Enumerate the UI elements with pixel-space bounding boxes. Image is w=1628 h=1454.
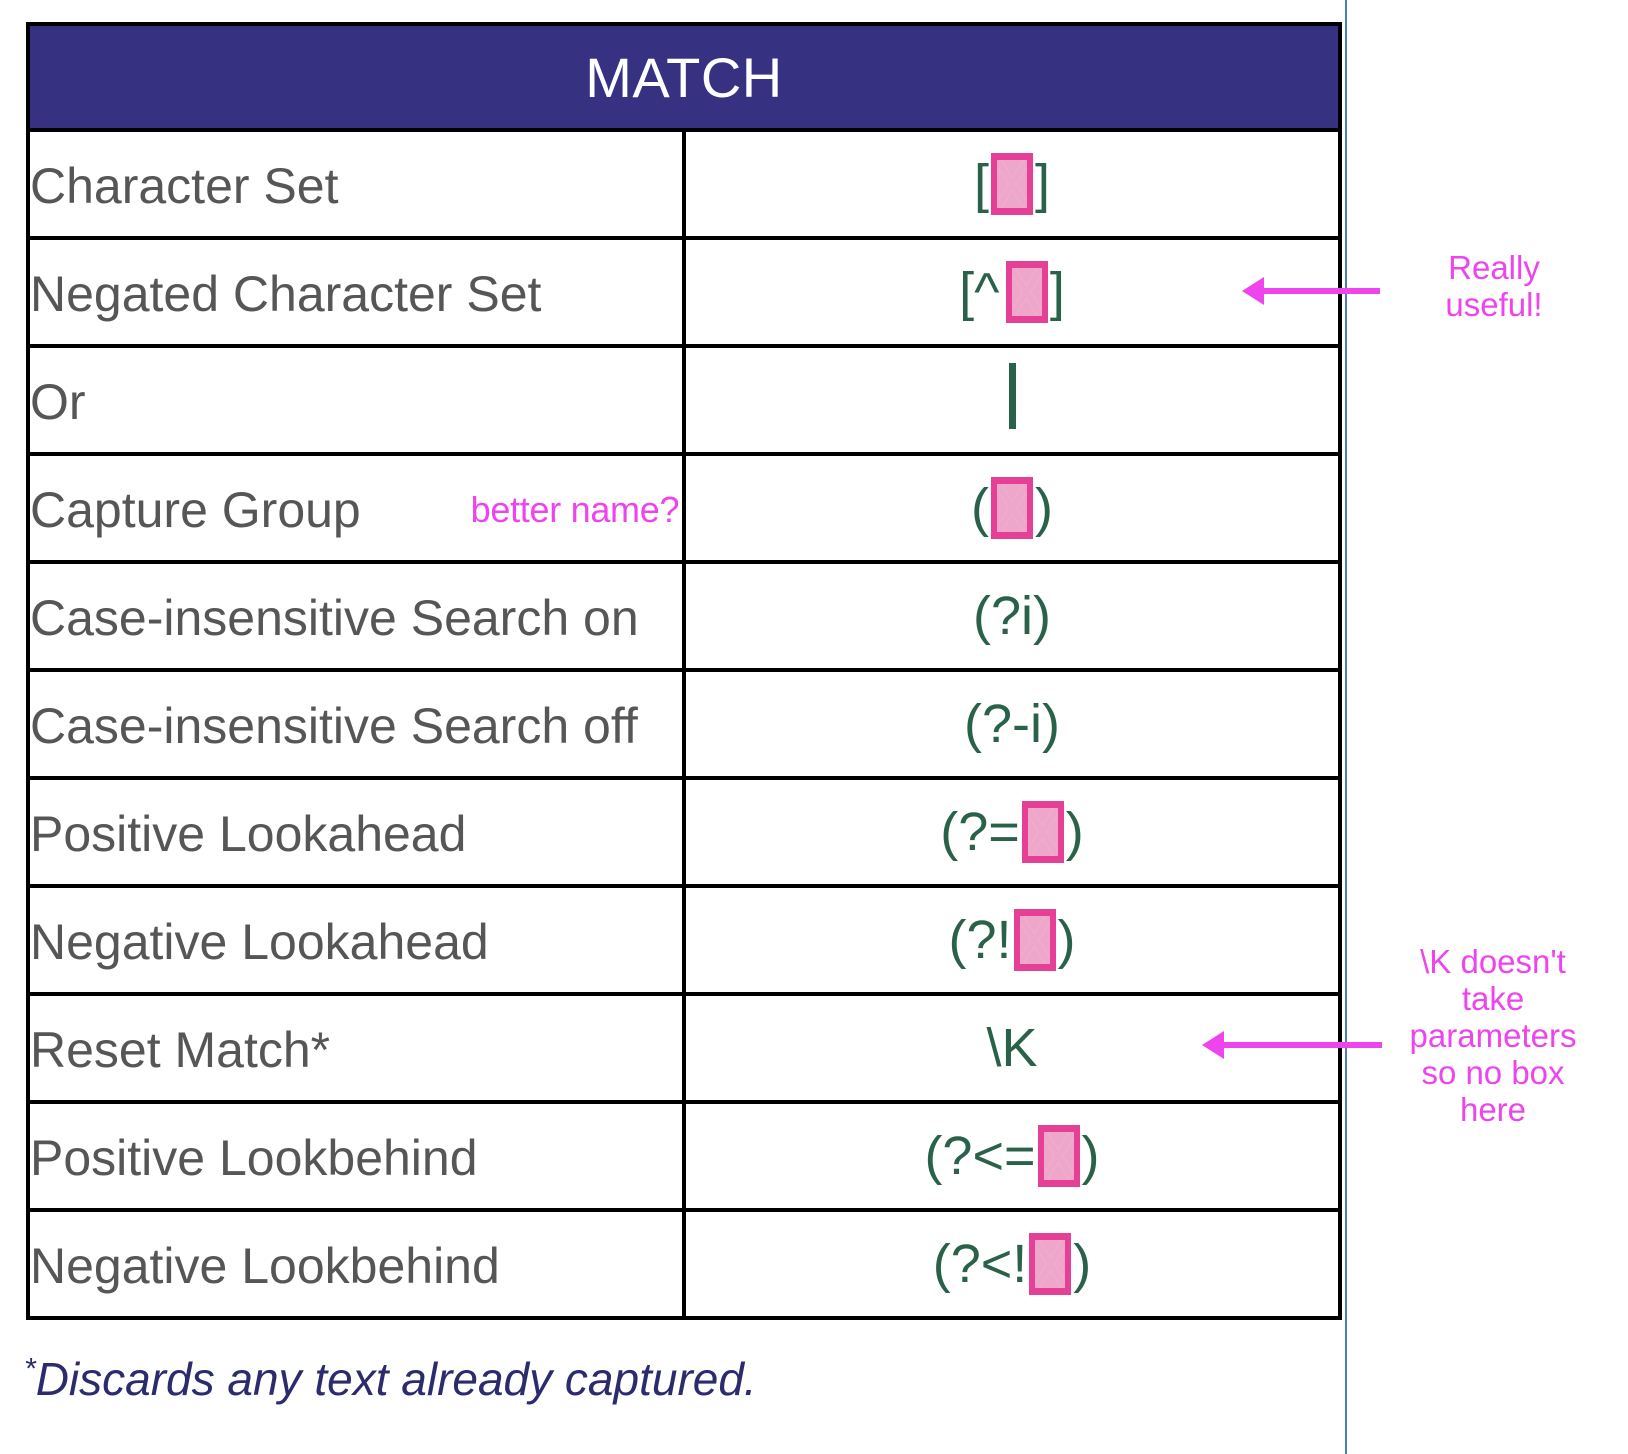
row-label-negative-lookahead: Negative Lookahead [26,884,686,996]
label-text: Negative Lookbehind [30,1237,500,1294]
missing-glyph-box-icon [1037,1125,1080,1187]
annotation-line: take [1461,979,1525,1017]
missing-glyph-box-icon [1013,909,1056,971]
table-body: Character Set [ ] Negated Character Set … [26,128,1342,1320]
table-row: Negated Character Set [^ ] [26,236,1342,348]
symbol-literal: ) [1035,478,1053,538]
symbol-literal: [^ [959,262,1004,322]
symbol-literal: (?! [948,910,1012,970]
pipe-glyph [1008,362,1016,429]
annotation-line: \K doesn't [1420,943,1566,980]
missing-glyph-box-icon [991,153,1033,215]
row-symbol-negative-lookbehind: (?<! ) [682,1208,1342,1320]
missing-glyph-box-icon [1021,801,1064,863]
row-symbol-reset-match: \K [682,992,1342,1104]
row-symbol-negated-character-set: [^ ] [682,236,1342,348]
label-text: Capture Group [30,481,361,538]
symbol-literal: [ [973,154,989,214]
row-symbol-or [682,344,1342,456]
label-text: Case-insensitive Search on [30,589,639,646]
row-label-or: Or [26,344,686,456]
annotation-line: so no box [1421,1053,1565,1091]
table-title: MATCH [26,22,1342,132]
row-symbol-negative-lookahead: (?! ) [682,884,1342,996]
annotation-really-useful: Really useful! [1380,249,1608,324]
annotation-arrow-reset-match-icon [1202,1031,1382,1059]
label-text: Negated Character Set [30,265,542,322]
row-symbol-positive-lookahead: (?= ) [682,776,1342,888]
annotation-arrow-negated-set-icon [1242,277,1380,305]
label-text: Reset Match* [30,1021,331,1078]
annotation-line: here [1459,1090,1527,1128]
regex-match-cheatsheet-table: MATCH Character Set [ ] Negated Charac [26,22,1342,1320]
table-row: Character Set [ ] [26,128,1342,240]
row-symbol-capture-group: ( ) [682,452,1342,564]
symbol-literal: ) [1073,1234,1092,1294]
table-header-row: MATCH [26,22,1342,132]
symbol-literal: ( [971,478,989,538]
missing-glyph-box-icon [1005,261,1048,323]
annotation-better-name: better name? [470,488,680,530]
symbol-literal: ) [1081,1126,1100,1186]
table-row: Reset Match* \K [26,992,1342,1104]
row-label-negated-character-set: Negated Character Set [26,236,686,348]
label-text: Case-insensitive Search off [30,697,638,754]
label-text: Character Set [30,157,339,214]
label-text: Negative Lookahead [30,913,489,970]
row-label-case-insensitive-off: Case-insensitive Search off [26,668,686,780]
row-label-negative-lookbehind: Negative Lookbehind [26,1208,686,1320]
symbol-literal: ) [1065,802,1084,862]
annotation-line: Really [1448,249,1540,286]
table-row: Positive Lookahead (?= ) [26,776,1342,888]
row-symbol-positive-lookbehind: (?<= ) [682,1100,1342,1212]
symbol-literal: (?= [940,802,1020,862]
row-symbol-character-set: [ ] [682,128,1342,240]
row-label-character-set: Character Set [26,128,686,240]
symbol-literal: ) [1057,910,1076,970]
table-row: Capture Group better name? ( ) [26,452,1342,564]
symbol-literal: (?<! [932,1234,1028,1294]
label-text: Positive Lookahead [30,805,467,862]
slide-boundary-line [1345,0,1347,1454]
table-row: Negative Lookbehind (?<! ) [26,1208,1342,1320]
row-label-case-insensitive-on: Case-insensitive Search on [26,560,686,672]
footnote-marker: * [24,1352,36,1386]
row-label-capture-group: Capture Group better name? [26,452,686,564]
footnote-text: Discards any text already captured. [35,1353,757,1405]
label-text: Positive Lookbehind [30,1129,478,1186]
table-row: Positive Lookbehind (?<= ) [26,1100,1342,1212]
row-label-positive-lookbehind: Positive Lookbehind [26,1100,686,1212]
table-row: Case-insensitive Search on (?i) [26,560,1342,672]
missing-glyph-box-icon [991,477,1033,539]
symbol-literal: (?<= [924,1126,1036,1186]
annotation-k-no-parameters: \K doesn't take parameters so no box her… [1368,943,1618,1129]
row-label-positive-lookahead: Positive Lookahead [26,776,686,888]
label-text: Or [30,373,86,430]
table-row: Negative Lookahead (?! ) [26,884,1342,996]
table-row: Case-insensitive Search off (?-i) [26,668,1342,780]
symbol-literal: ] [1049,262,1065,322]
missing-glyph-box-icon [1029,1233,1072,1295]
annotation-line: useful! [1445,285,1543,323]
row-label-reset-match: Reset Match* [26,992,686,1104]
row-symbol-case-insensitive-on: (?i) [682,560,1342,672]
row-symbol-case-insensitive-off: (?-i) [682,668,1342,780]
footnote: *Discards any text already captured. [24,1352,757,1406]
annotation-line: parameters [1409,1016,1577,1054]
table-row: Or [26,344,1342,456]
symbol-literal: ] [1035,154,1051,214]
